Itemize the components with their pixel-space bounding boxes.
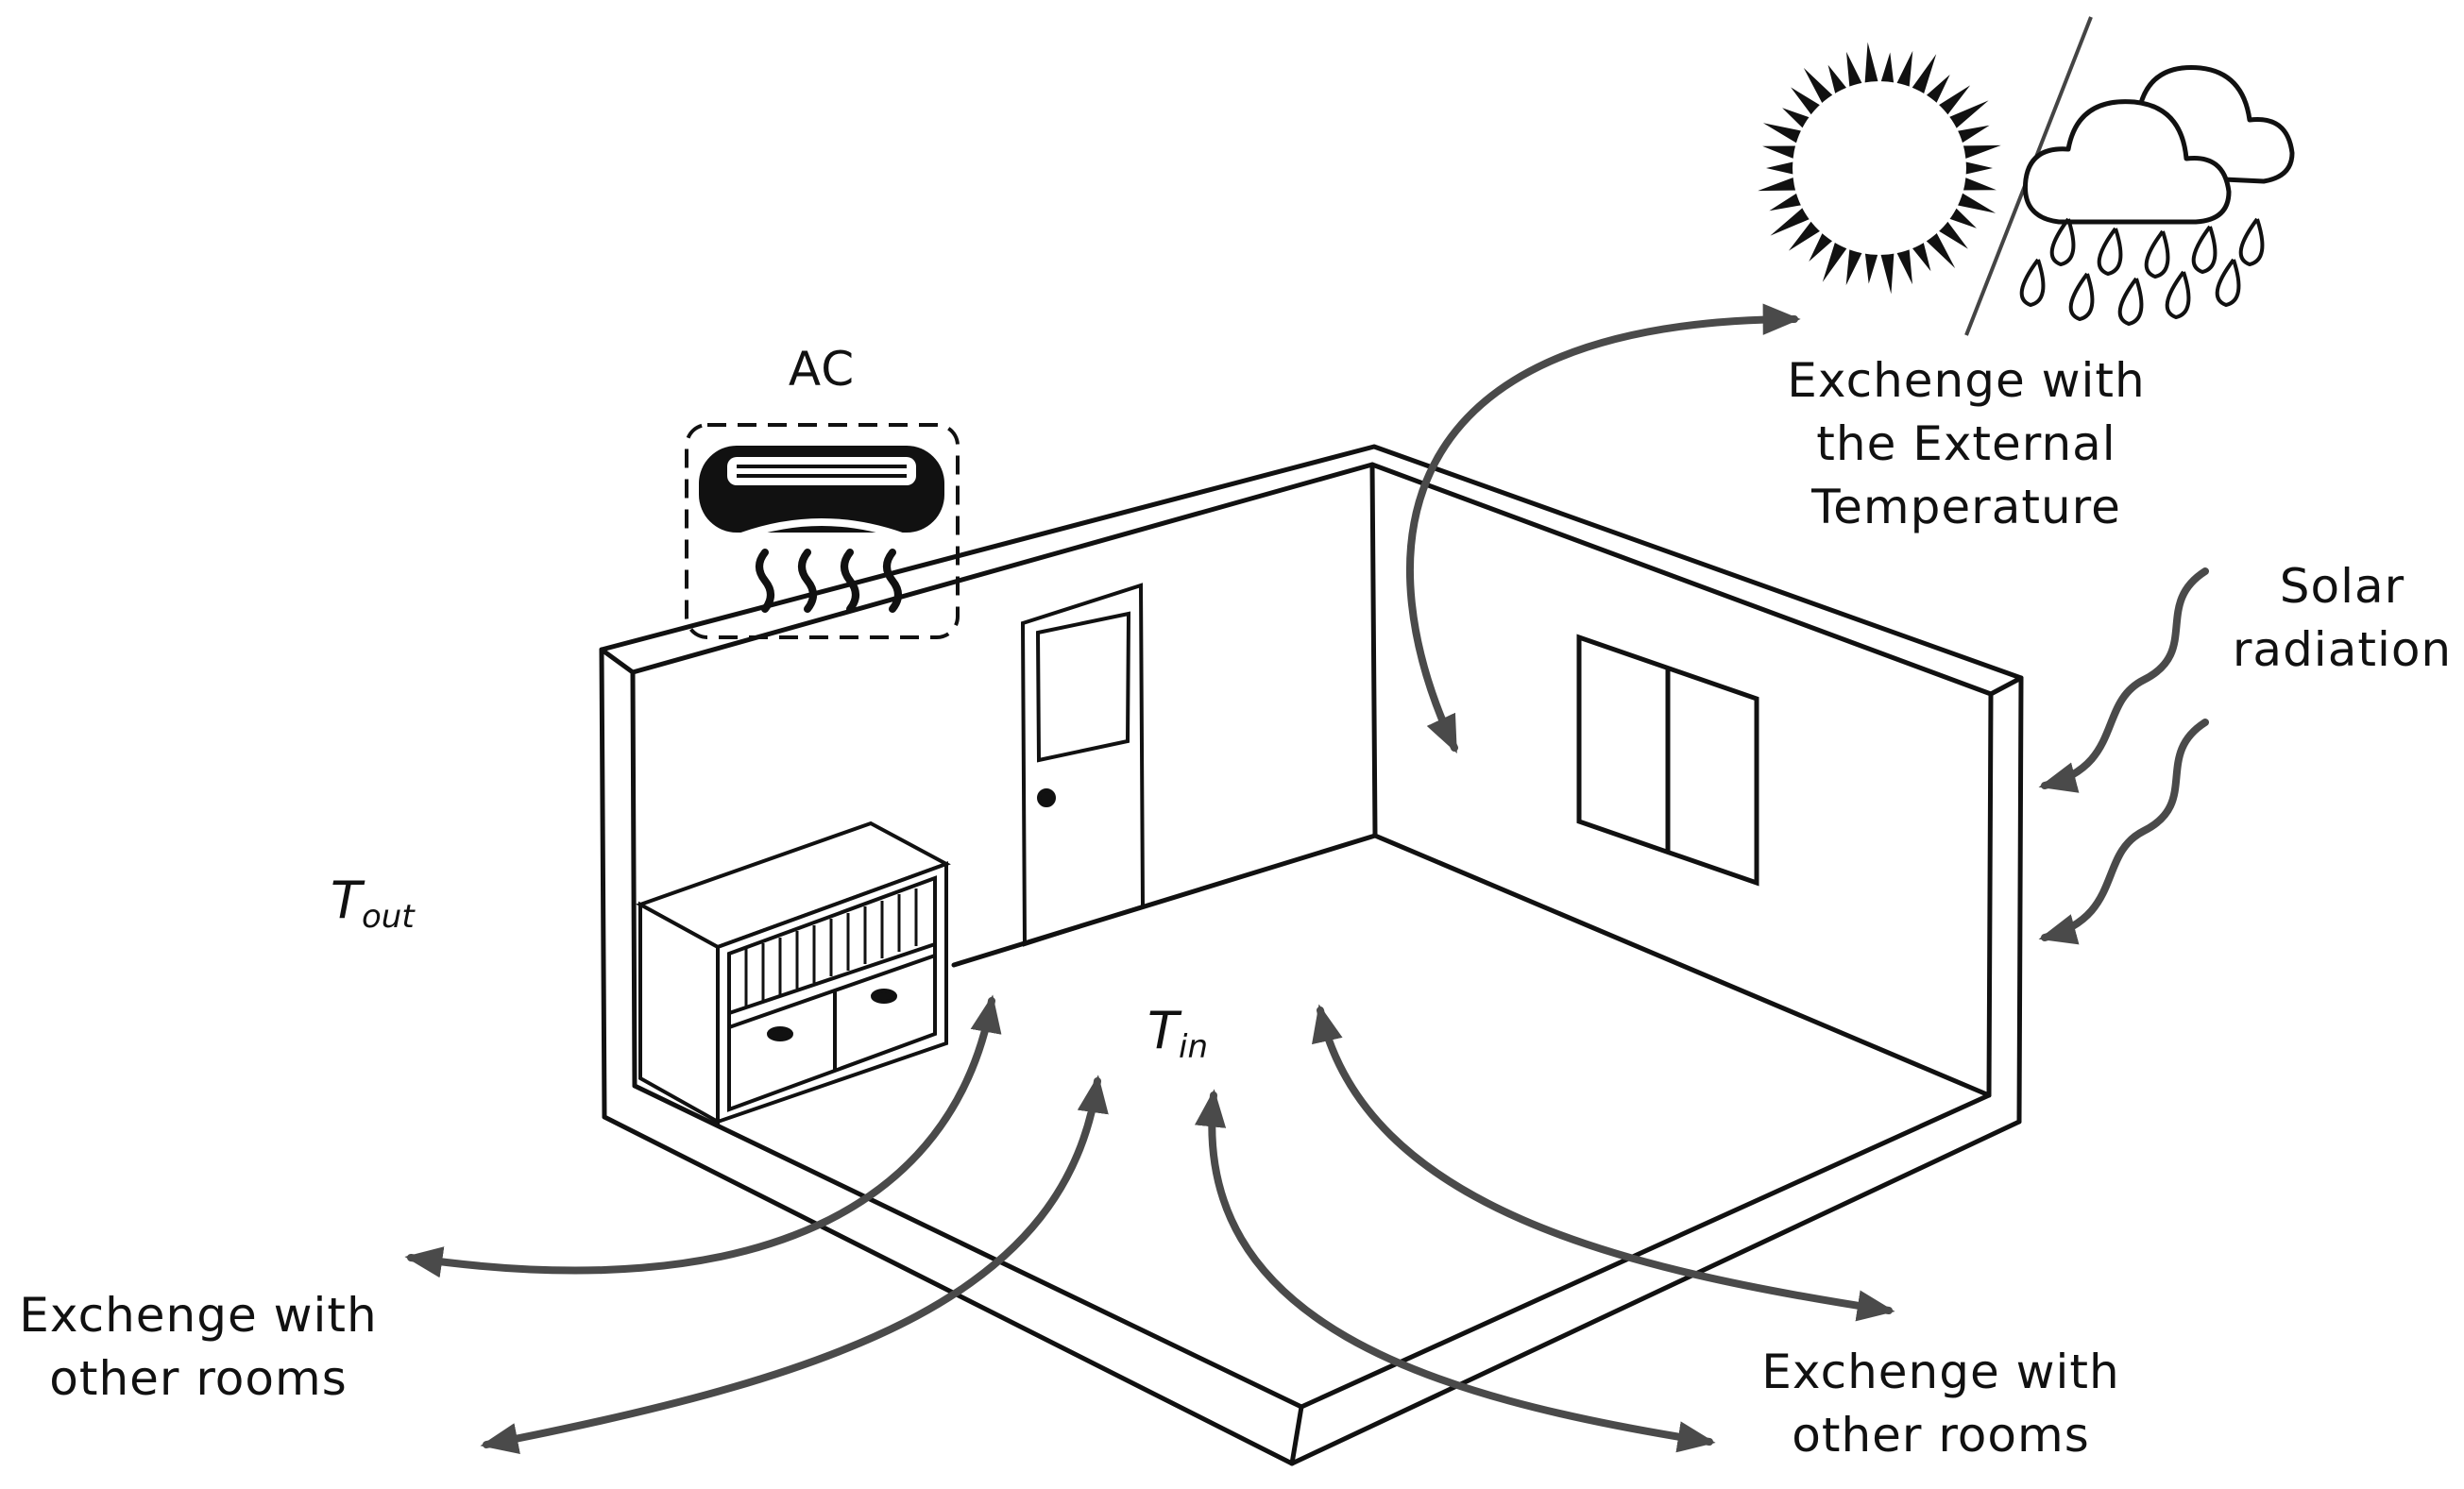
t-in-label: Tin (1147, 1001, 1208, 1066)
rooms-right-line2: other rooms (1792, 1408, 2090, 1463)
air-conditioner-icon (685, 423, 960, 639)
t-in-symbol: T (1147, 1001, 1179, 1060)
ac-label: AC (788, 342, 856, 397)
rooms-exchange-arrow-right-1 (1312, 1004, 1895, 1322)
solar-radiation-arrow-2 (2038, 719, 2209, 945)
t-out-symbol: T (331, 871, 362, 930)
rooms-left-line1: Exchenge with (19, 1288, 378, 1343)
window-icon (1576, 634, 1759, 887)
solar-radiation-label: Solar radiation (2201, 555, 2464, 682)
t-out-label: Tout (331, 871, 415, 936)
t-out-subscript: out (362, 898, 415, 936)
t-in-subscript: in (1179, 1028, 1208, 1066)
external-label-line2: the External (1816, 416, 2116, 471)
bookshelf-icon (636, 821, 951, 1125)
sun-icon (1758, 42, 2001, 295)
solar-label-line1: Solar (2279, 559, 2405, 614)
rooms-exchange-label-left: Exchenge with other rooms (0, 1284, 397, 1411)
rain-cloud-icon (2019, 65, 2295, 326)
rooms-right-line1: Exchenge with (1761, 1345, 2120, 1399)
rooms-exchange-arrow-left-2 (480, 1074, 1109, 1454)
door-icon (1020, 583, 1146, 947)
solar-radiation-arrow-1 (2038, 567, 2209, 793)
external-label-line3: Temperature (1811, 480, 2121, 534)
external-temperature-label: Exchenge with the External Temperature (1730, 349, 2202, 539)
external-exchange-arrow (1406, 303, 1801, 754)
rooms-exchange-label-right: Exchenge with other rooms (1742, 1341, 2139, 1467)
rooms-exchange-arrow-right-2 (1195, 1089, 1716, 1453)
rooms-left-line2: other rooms (49, 1351, 348, 1406)
solar-label-line2: radiation (2232, 622, 2453, 677)
external-label-line1: Exchenge with (1787, 353, 2146, 408)
